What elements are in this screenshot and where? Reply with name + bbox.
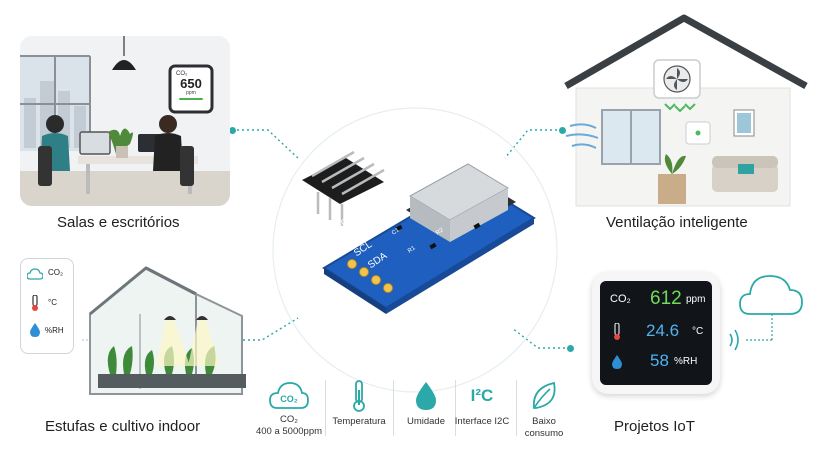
feature-low-power-line2: consumo bbox=[524, 428, 564, 439]
co2-sensor-module bbox=[302, 150, 536, 314]
feature-humidity: Umidade bbox=[392, 380, 460, 428]
thermometer-icon bbox=[353, 380, 365, 412]
wall-display-label: CO₂ bbox=[176, 71, 188, 77]
iot-caption: Projetos IoT bbox=[614, 418, 695, 435]
card-humidity-label: %RH bbox=[45, 326, 64, 335]
feature-co2-title: CO₂ bbox=[280, 414, 298, 425]
feature-divider bbox=[325, 380, 326, 436]
leaf-icon bbox=[532, 381, 556, 409]
house-illustration bbox=[564, 14, 808, 207]
feature-temperature-title: Temperatura bbox=[332, 416, 386, 427]
feature-i2c: I²C Interface I2C bbox=[446, 380, 518, 428]
feature-co2: CO₂ CO₂ 400 a 5000ppm bbox=[255, 380, 323, 438]
i2c-icon: I²C bbox=[470, 386, 494, 405]
iot-temp-value: 24.6 bbox=[646, 321, 680, 340]
feature-low-power-line1: Baixo bbox=[532, 416, 556, 427]
feature-divider bbox=[516, 380, 517, 436]
sensor-readout-card: CO₂ °C %RH bbox=[20, 258, 74, 354]
cloud-icon bbox=[739, 275, 803, 315]
pin-header bbox=[302, 150, 385, 226]
iot-co2-value: 612 bbox=[650, 288, 682, 309]
feature-humidity-title: Umidade bbox=[406, 416, 446, 427]
office-scene: CO₂ 650 ppm bbox=[20, 36, 230, 206]
connector-dot bbox=[229, 127, 236, 134]
feature-co2-range: 400 a 5000ppm bbox=[255, 426, 323, 437]
thermometer-icon bbox=[30, 294, 40, 316]
iot-device: CO₂ 612 ppm 24.6 °C 58 %RH bbox=[592, 272, 720, 394]
droplet-icon bbox=[612, 355, 622, 374]
co2-badge: CO₂ bbox=[280, 394, 298, 404]
card-temp-label: °C bbox=[48, 298, 57, 307]
iot-co2-unit: ppm bbox=[686, 294, 706, 305]
greenhouse-caption: Estufas e cultivo indoor bbox=[45, 418, 201, 435]
iot-humidity-unit: %RH bbox=[674, 356, 698, 367]
iot-temp-unit: °C bbox=[692, 326, 704, 337]
ventilation-caption: Ventilação inteligente bbox=[606, 214, 748, 231]
connector-dot bbox=[567, 345, 574, 352]
greenhouse-illustration bbox=[82, 266, 246, 395]
wireless-icon bbox=[729, 329, 739, 351]
droplet-icon bbox=[30, 323, 40, 342]
wall-display-unit: ppm bbox=[186, 90, 196, 96]
iot-screen: CO₂ 612 ppm 24.6 °C 58 %RH bbox=[600, 281, 712, 385]
co2-cloud-icon: CO₂ bbox=[269, 380, 309, 410]
feature-divider bbox=[455, 380, 456, 436]
greenhouse-scene: CO₂ °C %RH bbox=[20, 254, 250, 404]
cloud-connection bbox=[729, 275, 803, 351]
feature-i2c-title: Interface I2C bbox=[454, 416, 510, 427]
office-illustration bbox=[20, 36, 230, 206]
ventilation-scene bbox=[562, 14, 812, 208]
co2-cloud-icon bbox=[26, 267, 44, 285]
thermometer-icon bbox=[612, 322, 622, 346]
wall-co2-display: CO₂ 650 ppm bbox=[173, 71, 209, 100]
iot-humidity-value: 58 bbox=[650, 351, 669, 370]
card-co2-label: CO₂ bbox=[48, 268, 64, 277]
office-caption: Salas e escritórios bbox=[57, 214, 180, 231]
connector-dot bbox=[559, 127, 566, 134]
wall-display-value: 650 bbox=[180, 76, 202, 91]
droplet-icon bbox=[416, 382, 436, 410]
feature-temperature: Temperatura bbox=[325, 380, 393, 428]
iot-co2-label: CO₂ bbox=[610, 293, 631, 305]
feature-divider bbox=[393, 380, 394, 436]
feature-low-power: Baixo consumo bbox=[508, 380, 580, 440]
